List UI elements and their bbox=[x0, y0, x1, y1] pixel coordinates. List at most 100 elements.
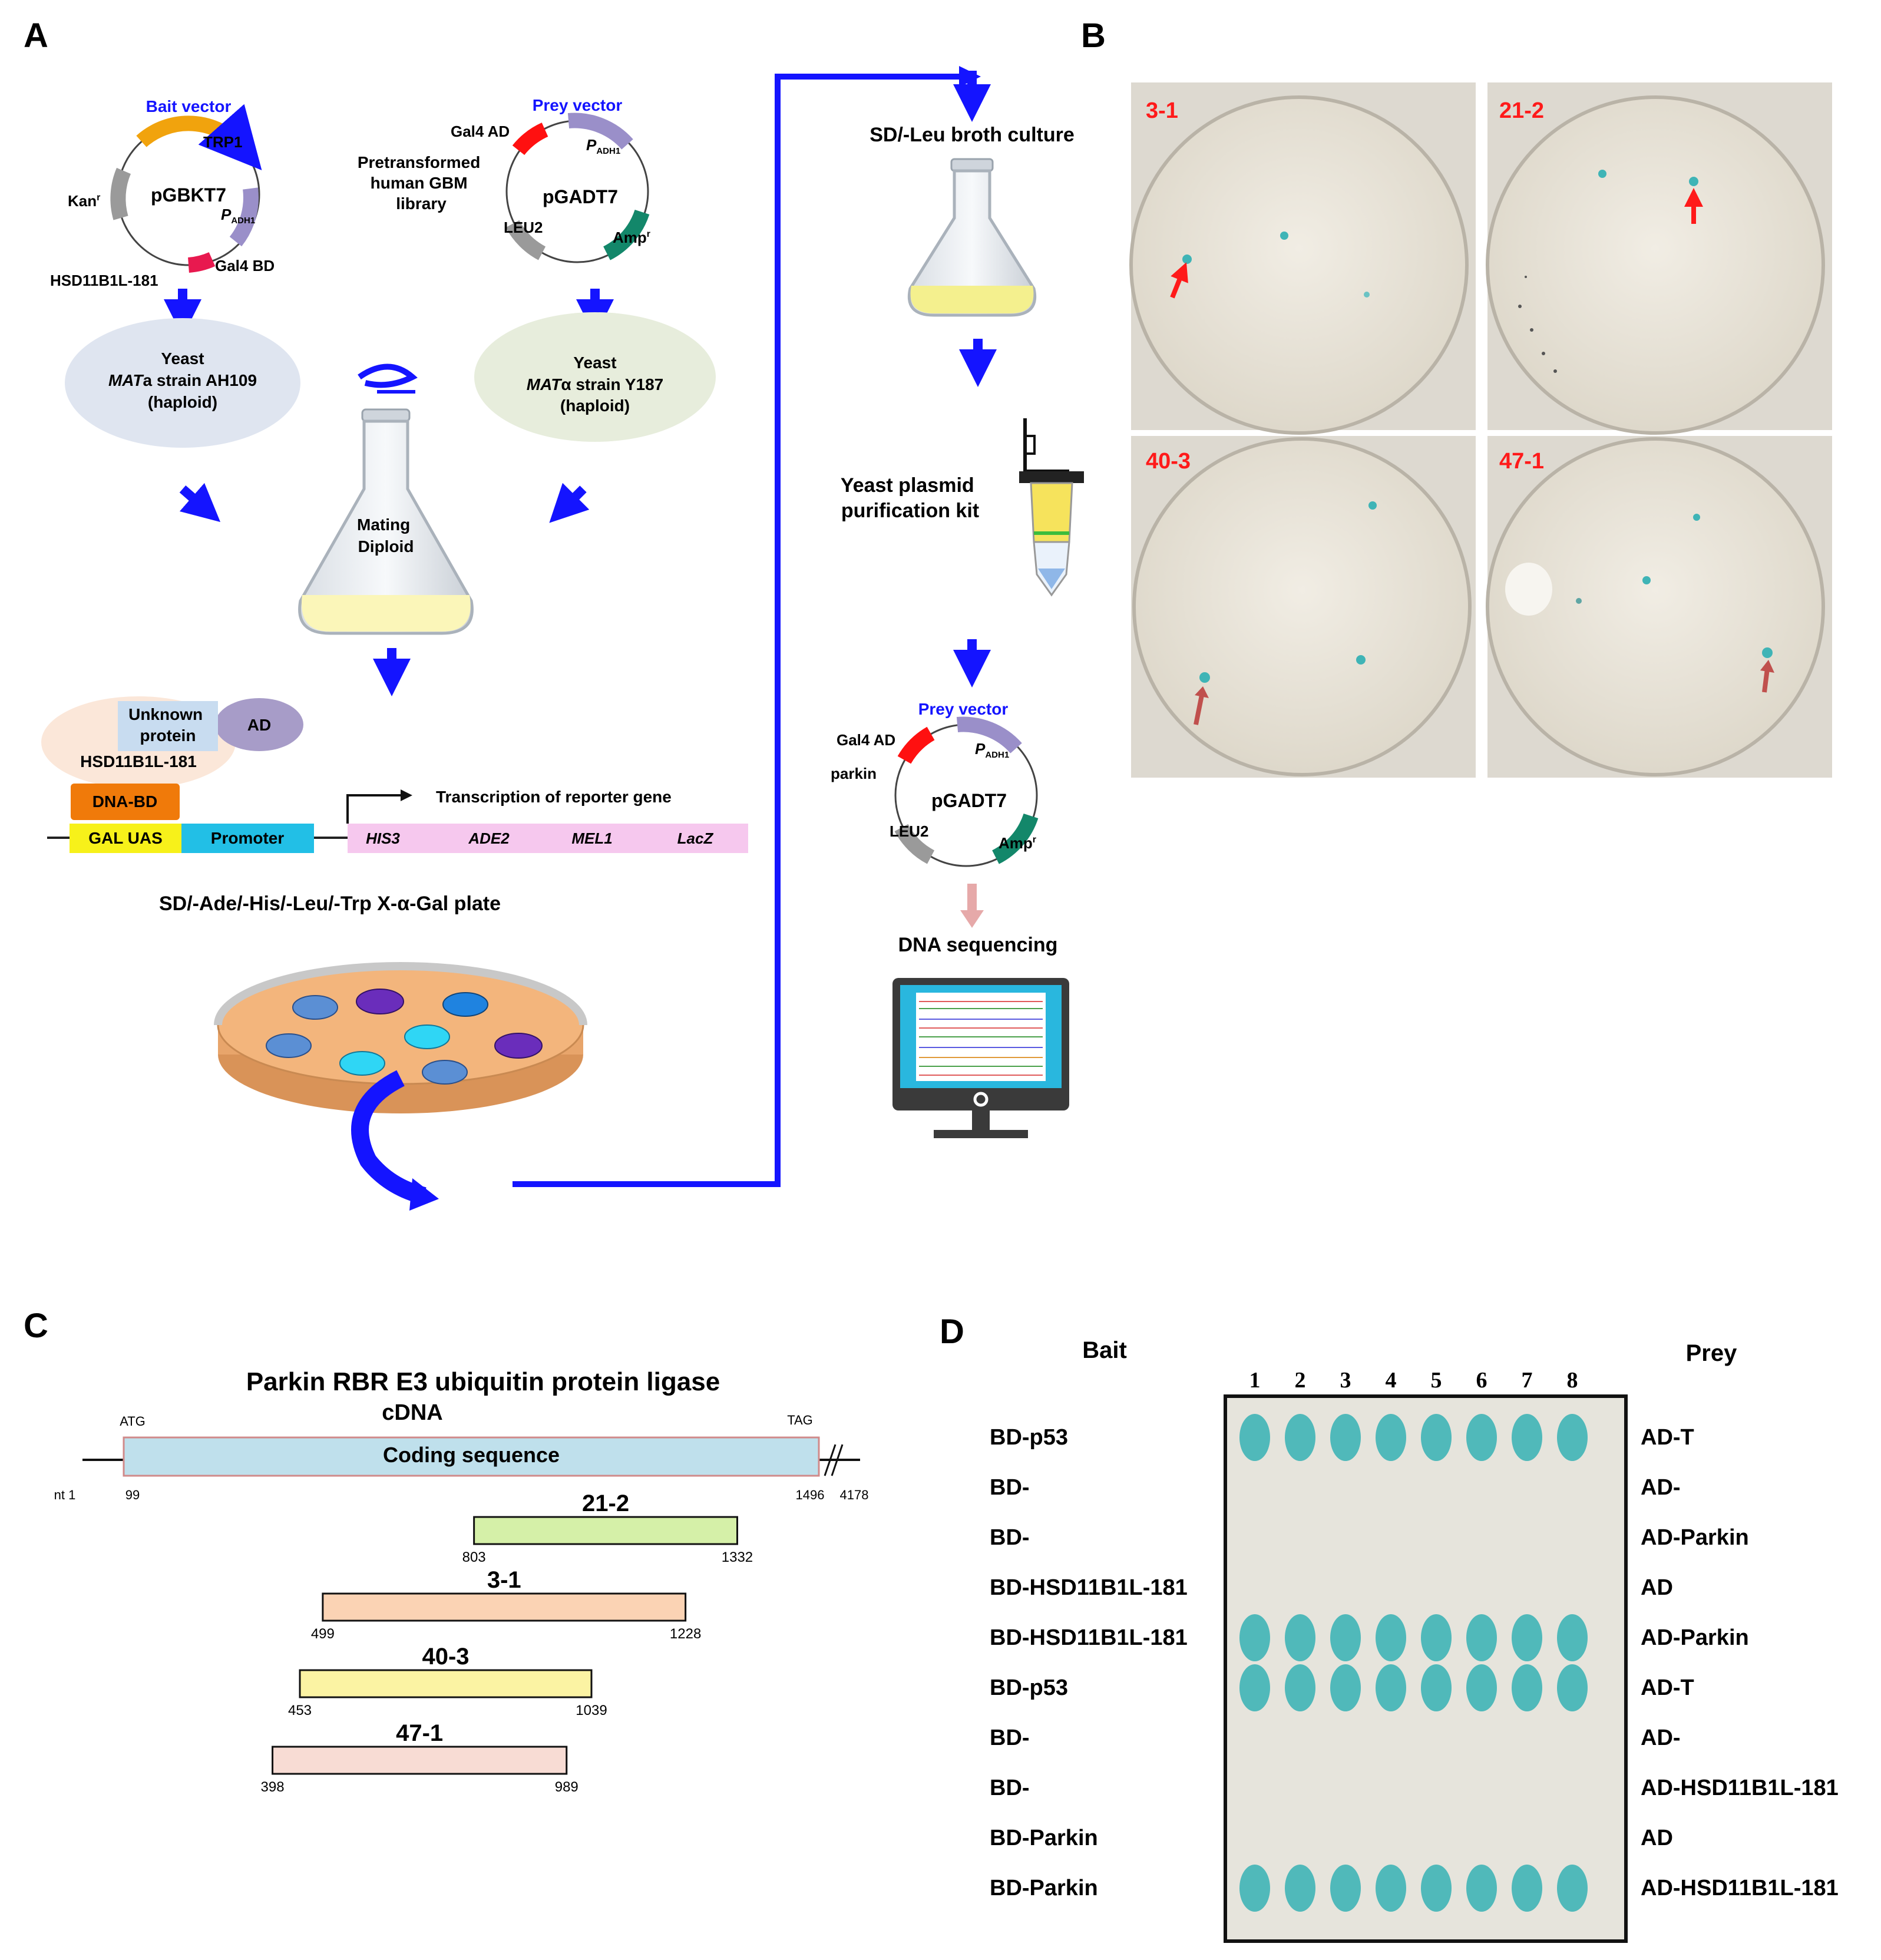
cdna-title: Parkin RBR E3 ubiquitin protein ligase bbox=[246, 1367, 720, 1396]
colony-spot bbox=[1330, 1664, 1361, 1711]
atg-label: ATG bbox=[120, 1414, 146, 1429]
prey-leu2-label: LEU2 bbox=[504, 219, 543, 236]
bait-insert-label: HSD11B1L-181 bbox=[50, 272, 158, 289]
prey-vector-title: Prey vector bbox=[533, 96, 623, 114]
plate-label-3-1: 3-1 bbox=[1146, 98, 1178, 123]
lane-number-2: 2 bbox=[1295, 1368, 1306, 1393]
yeast-a-line3: (haploid) bbox=[148, 393, 217, 411]
colony-spot bbox=[1239, 1865, 1270, 1912]
yeast-alpha-strain: Yeast MATα strain Y187 (haploid) bbox=[474, 312, 716, 442]
colony-spot bbox=[1557, 1865, 1588, 1912]
colony-spot bbox=[1512, 1664, 1542, 1711]
clone-end-21-2: 1332 bbox=[722, 1549, 753, 1565]
clone-end-47-1: 989 bbox=[555, 1779, 578, 1795]
clone-start-21-2: 803 bbox=[462, 1549, 486, 1565]
complex-bait-label: HSD11B1L-181 bbox=[80, 752, 197, 771]
clone-bar-3-1 bbox=[322, 1592, 687, 1622]
colony-spot bbox=[1557, 1614, 1588, 1661]
plate-photo-3-1: 3-1 bbox=[1129, 82, 1476, 435]
purification-label: Yeast plasmid purification kit bbox=[841, 474, 980, 522]
prey-plasmid-name: pGADT7 bbox=[543, 186, 618, 207]
plate-label-21-2: 21-2 bbox=[1499, 98, 1544, 123]
bait-label: BD-HSD11B1L-181 bbox=[990, 1575, 1188, 1600]
yeast-alpha-line2: MATα strain Y187 bbox=[527, 375, 663, 394]
colony-spot bbox=[1330, 1614, 1361, 1661]
bait-label: BD-Parkin bbox=[990, 1876, 1098, 1900]
bait-label: BD- bbox=[990, 1726, 1030, 1750]
prey-gal4ad-label: Gal4 AD bbox=[451, 123, 510, 140]
clone-bar-21-2 bbox=[473, 1516, 738, 1545]
prey-label: AD-T bbox=[1641, 1425, 1694, 1450]
prey-label: AD- bbox=[1641, 1726, 1681, 1750]
yeast-a-line2: MATa strain AH109 bbox=[108, 371, 257, 389]
plate-photo-40-3: 40-3 bbox=[1131, 436, 1476, 778]
bait-plasmid-name: pGBKT7 bbox=[151, 184, 226, 206]
lane-number-8: 8 bbox=[1567, 1368, 1578, 1393]
flask-mating-label: Mating Diploid bbox=[357, 515, 415, 556]
clone-name-47-1: 47-1 bbox=[396, 1720, 443, 1746]
plate-label-40-3: 40-3 bbox=[1146, 449, 1191, 474]
panel-c: Parkin RBR E3 ubiquitin protein ligase c… bbox=[54, 1367, 869, 1795]
colony-spot bbox=[1285, 1664, 1315, 1711]
clone-end-3-1: 1228 bbox=[670, 1626, 701, 1642]
clone-name-21-2: 21-2 bbox=[582, 1490, 629, 1516]
colony-spot bbox=[1466, 1865, 1497, 1912]
colony-spot bbox=[1512, 1614, 1542, 1661]
recovered-promoter-label: PADH1 bbox=[975, 740, 1009, 760]
colony-spot bbox=[1330, 1414, 1361, 1461]
clone-name-3-1: 3-1 bbox=[487, 1567, 521, 1593]
prey-vector: Prey vector Gal4 AD PADH1 pGADT7 LEU2 Am… bbox=[358, 96, 650, 263]
bait-label: BD-HSD11B1L-181 bbox=[990, 1625, 1188, 1650]
colony-spot bbox=[1466, 1664, 1497, 1711]
prey-label: AD-Parkin bbox=[1641, 1525, 1749, 1550]
yeast-alpha-line1: Yeast bbox=[573, 353, 616, 372]
recovered-plasmid-name: pGADT7 bbox=[931, 790, 1007, 811]
broth-flask bbox=[907, 158, 1037, 317]
bait-label: BD-Parkin bbox=[990, 1826, 1098, 1850]
panel-label-a: A bbox=[24, 16, 48, 55]
panel-label-d: D bbox=[940, 1313, 964, 1351]
prey-header: Prey bbox=[1686, 1340, 1737, 1366]
bait-header: Bait bbox=[1082, 1337, 1127, 1363]
colony-spot bbox=[1376, 1865, 1406, 1912]
bait-label: BD- bbox=[990, 1475, 1030, 1500]
colony-spot bbox=[1285, 1865, 1315, 1912]
complex-ad-label: AD bbox=[247, 716, 271, 734]
bait-vector-title: Bait vector bbox=[146, 97, 232, 115]
reporter-his3: HIS3 bbox=[366, 829, 400, 847]
colony-spot bbox=[1421, 1664, 1452, 1711]
plate-label-47-1: 47-1 bbox=[1499, 449, 1544, 474]
colony-spot bbox=[1239, 1664, 1270, 1711]
recovered-leu2-label: LEU2 bbox=[890, 822, 928, 840]
nt1-label: nt 1 bbox=[54, 1488, 76, 1502]
lane-number-7: 7 bbox=[1522, 1368, 1533, 1393]
reporter-lacz: LacZ bbox=[677, 829, 714, 847]
tag-label: TAG bbox=[787, 1413, 813, 1427]
prey-label: AD- bbox=[1641, 1475, 1681, 1500]
recovered-gal4ad-label: Gal4 AD bbox=[837, 731, 895, 749]
lane-number-6: 6 bbox=[1476, 1368, 1487, 1393]
cdna-subtitle: cDNA bbox=[382, 1400, 442, 1425]
colony-spot bbox=[1330, 1865, 1361, 1912]
bait-label: BD-p53 bbox=[990, 1675, 1068, 1700]
plate-photo-21-2: 21-2 bbox=[1486, 82, 1832, 435]
lane-number-4: 4 bbox=[1386, 1368, 1397, 1393]
colony-spot bbox=[1376, 1414, 1406, 1461]
prey-label: AD-Parkin bbox=[1641, 1625, 1749, 1650]
recovered-parkin-label: parkin bbox=[831, 765, 877, 782]
gal-uas-label: GAL UAS bbox=[88, 829, 163, 847]
panel-a: Bait vector TRP1 pGBKT7 Kanr PADH1 Gal4 … bbox=[41, 66, 1084, 1211]
recovered-amp-label: Ampr bbox=[999, 834, 1036, 852]
prey-label: AD-HSD11B1L-181 bbox=[1641, 1776, 1839, 1800]
coding-sequence-bar bbox=[123, 1436, 820, 1477]
colony-spot bbox=[1239, 1414, 1270, 1461]
yeast-a-line1: Yeast bbox=[161, 349, 204, 368]
colony-spot bbox=[1285, 1414, 1315, 1461]
clone-bar-40-3 bbox=[299, 1669, 593, 1698]
bait-promoter-label: PADH1 bbox=[221, 206, 255, 226]
bait-trp1-label: TRP1 bbox=[203, 133, 242, 151]
promoter-label: Promoter bbox=[211, 829, 285, 847]
